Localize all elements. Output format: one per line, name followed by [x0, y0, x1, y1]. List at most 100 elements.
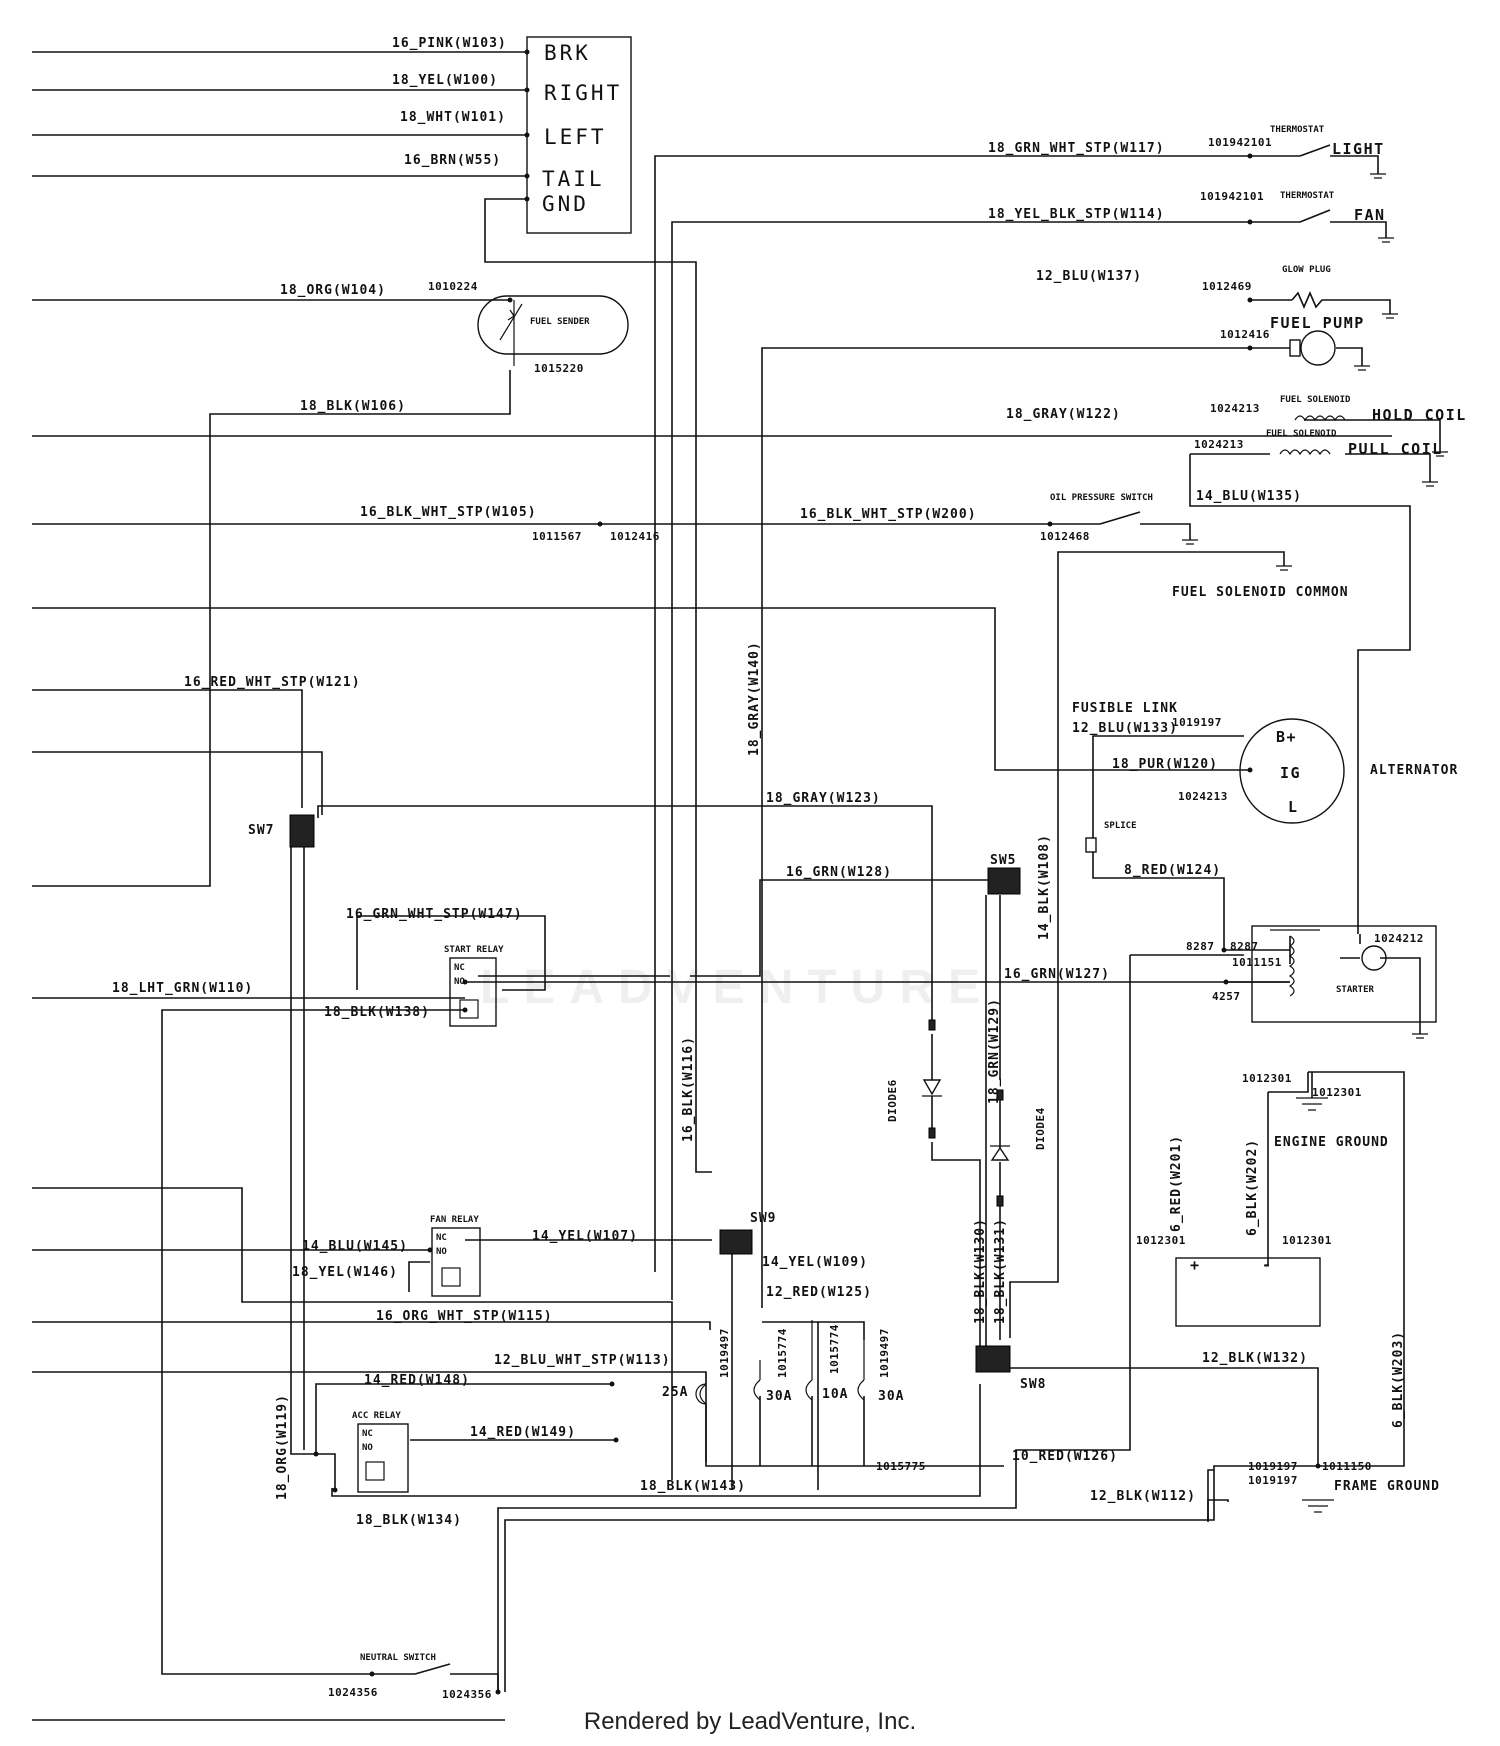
svg-text:14_YEL(W107): 14_YEL(W107)	[532, 1229, 638, 1244]
svg-text:8287: 8287	[1230, 940, 1259, 953]
svg-text:101942101: 101942101	[1200, 190, 1264, 203]
svg-text:GLOW PLUG: GLOW PLUG	[1282, 265, 1331, 275]
svg-text:FUEL SOLENOID COMMON: FUEL SOLENOID COMMON	[1172, 585, 1349, 600]
fuel-sender: FUEL SENDER	[477, 295, 629, 366]
sw5-block	[987, 867, 1021, 895]
alternator-l: L	[1288, 798, 1299, 816]
svg-text:25A: 25A	[662, 1385, 688, 1400]
start-relay: START RELAY NC NO	[444, 945, 504, 1027]
battery-plus: +	[1190, 1256, 1201, 1274]
light-gnd-label: GND	[542, 192, 589, 216]
svg-text:18_YEL(W100): 18_YEL(W100)	[392, 73, 498, 88]
svg-text:1012469: 1012469	[1202, 280, 1252, 293]
svg-text:LIGHT: LIGHT	[1332, 140, 1385, 158]
svg-text:FUEL PUMP: FUEL PUMP	[1270, 314, 1365, 332]
svg-text:16_GRN(W127): 16_GRN(W127)	[1004, 967, 1110, 982]
alternator-ig: IG	[1280, 764, 1301, 782]
svg-text:16_BLK_WHT_STP(W200): 16_BLK_WHT_STP(W200)	[800, 507, 977, 522]
svg-text:12_BLU(W137): 12_BLU(W137)	[1036, 269, 1142, 284]
svg-text:30A: 30A	[766, 1389, 792, 1404]
svg-text:FUSIBLE LINK: FUSIBLE LINK	[1072, 701, 1178, 716]
svg-text:1019497: 1019497	[878, 1328, 891, 1378]
svg-text:1012301: 1012301	[1282, 1234, 1332, 1247]
svg-text:1024213: 1024213	[1178, 790, 1228, 803]
svg-text:DIODE6: DIODE6	[886, 1079, 899, 1122]
alternator: B+ IG L	[1239, 718, 1345, 824]
svg-text:18_GRAY(W140): 18_GRAY(W140)	[747, 641, 762, 756]
svg-text:18_BLK(W138): 18_BLK(W138)	[324, 1005, 430, 1020]
svg-text:OIL PRESSURE SWITCH: OIL PRESSURE SWITCH	[1050, 493, 1153, 503]
starter: STARTER	[1251, 925, 1437, 1023]
svg-text:16_BRN(W55): 16_BRN(W55)	[404, 153, 501, 168]
svg-text:1012301: 1012301	[1312, 1086, 1362, 1099]
svg-text:10A: 10A	[822, 1387, 848, 1402]
light-tail-label: TAIL	[542, 167, 605, 191]
svg-text:THERMOSTAT: THERMOSTAT	[1270, 125, 1325, 135]
svg-text:6_BLK(W202): 6_BLK(W202)	[1245, 1139, 1260, 1236]
svg-text:SW5: SW5	[990, 853, 1016, 868]
svg-text:18_PUR(W120): 18_PUR(W120)	[1112, 757, 1218, 772]
svg-text:DIODE4: DIODE4	[1034, 1107, 1047, 1150]
starter-label: STARTER	[1336, 985, 1375, 995]
svg-text:NC: NC	[454, 963, 465, 973]
svg-text:18_ORG(W119): 18_ORG(W119)	[275, 1394, 290, 1500]
svg-text:PULL COIL: PULL COIL	[1348, 440, 1443, 458]
svg-text:1012301: 1012301	[1136, 1234, 1186, 1247]
svg-text:NEUTRAL SWITCH: NEUTRAL SWITCH	[360, 1653, 436, 1663]
svg-text:101942101: 101942101	[1208, 136, 1272, 149]
svg-text:1010224: 1010224	[428, 280, 478, 293]
svg-text:14_BLU(W135): 14_BLU(W135)	[1196, 489, 1302, 504]
svg-text:12_RED(W125): 12_RED(W125)	[766, 1285, 872, 1300]
svg-text:SW7: SW7	[248, 823, 274, 838]
component-labels: THERMOSTAT THERMOSTAT LIGHT FAN GLOW PLU…	[248, 125, 1467, 1663]
fuel-pump	[1289, 330, 1336, 366]
svg-text:18_BLK(W143): 18_BLK(W143)	[640, 1479, 746, 1494]
svg-text:1012416: 1012416	[610, 530, 660, 543]
svg-text:18_YEL(W146): 18_YEL(W146)	[292, 1265, 398, 1280]
svg-text:12_BLU(W133): 12_BLU(W133)	[1072, 721, 1178, 736]
svg-text:1024356: 1024356	[442, 1688, 492, 1701]
sw7-block	[289, 814, 315, 848]
svg-text:16_GRN_WHT_STP(W147): 16_GRN_WHT_STP(W147)	[346, 907, 523, 922]
coils	[1279, 415, 1346, 456]
svg-text:18_LHT_GRN(W110): 18_LHT_GRN(W110)	[112, 981, 253, 996]
fan-relay: FAN RELAY NC NO	[430, 1215, 481, 1297]
svg-text:6_BLK(W203): 6_BLK(W203)	[1391, 1331, 1406, 1428]
start-relay-label: START RELAY	[444, 945, 504, 955]
acc-relay: ACC RELAY NC NO	[352, 1411, 409, 1493]
svg-text:NC: NC	[362, 1429, 373, 1439]
svg-text:NC: NC	[436, 1233, 447, 1243]
svg-text:1024213: 1024213	[1194, 438, 1244, 451]
svg-text:16_RED_WHT_STP(W121): 16_RED_WHT_STP(W121)	[184, 675, 361, 690]
svg-text:18_YEL_BLK_STP(W114): 18_YEL_BLK_STP(W114)	[988, 207, 1165, 222]
svg-text:1012416: 1012416	[1220, 328, 1270, 341]
svg-text:30A: 30A	[878, 1389, 904, 1404]
svg-text:4257: 4257	[1212, 990, 1241, 1003]
svg-text:1019197: 1019197	[1248, 1460, 1298, 1473]
svg-text:18_GRAY(W123): 18_GRAY(W123)	[766, 791, 881, 806]
svg-text:18_WHT(W101): 18_WHT(W101)	[400, 110, 506, 125]
junction-dots	[313, 153, 1321, 1695]
svg-text:14_RED(W149): 14_RED(W149)	[470, 1425, 576, 1440]
svg-text:1011567: 1011567	[532, 530, 582, 543]
svg-text:18_BLK(W134): 18_BLK(W134)	[356, 1513, 462, 1528]
alternator-b-plus: B+	[1276, 728, 1297, 746]
footer-credit: Rendered by LeadVenture, Inc.	[583, 1708, 917, 1735]
svg-text:NO: NO	[454, 977, 465, 987]
svg-text:NO: NO	[362, 1443, 373, 1453]
sw8-block	[975, 1345, 1011, 1373]
svg-text:16_ORG_WHT_STP(W115): 16_ORG_WHT_STP(W115)	[376, 1309, 553, 1324]
svg-text:14_YEL(W109): 14_YEL(W109)	[762, 1255, 868, 1270]
light-right-label: RIGHT	[544, 81, 622, 105]
svg-text:10_RED(W126): 10_RED(W126)	[1012, 1449, 1118, 1464]
svg-text:HOLD COIL: HOLD COIL	[1372, 406, 1467, 424]
svg-text:1019197: 1019197	[1172, 716, 1222, 729]
svg-text:12_BLU_WHT_STP(W113): 12_BLU_WHT_STP(W113)	[494, 1353, 671, 1368]
svg-text:18_GRN_WHT_STP(W117): 18_GRN_WHT_STP(W117)	[988, 141, 1165, 156]
light-connector: BRK RIGHT LEFT TAIL GND	[524, 36, 632, 234]
svg-text:8_RED(W124): 8_RED(W124)	[1124, 863, 1221, 878]
svg-text:1012301: 1012301	[1242, 1072, 1292, 1085]
diodes	[922, 1019, 1010, 1207]
svg-text:1015775: 1015775	[876, 1460, 926, 1473]
